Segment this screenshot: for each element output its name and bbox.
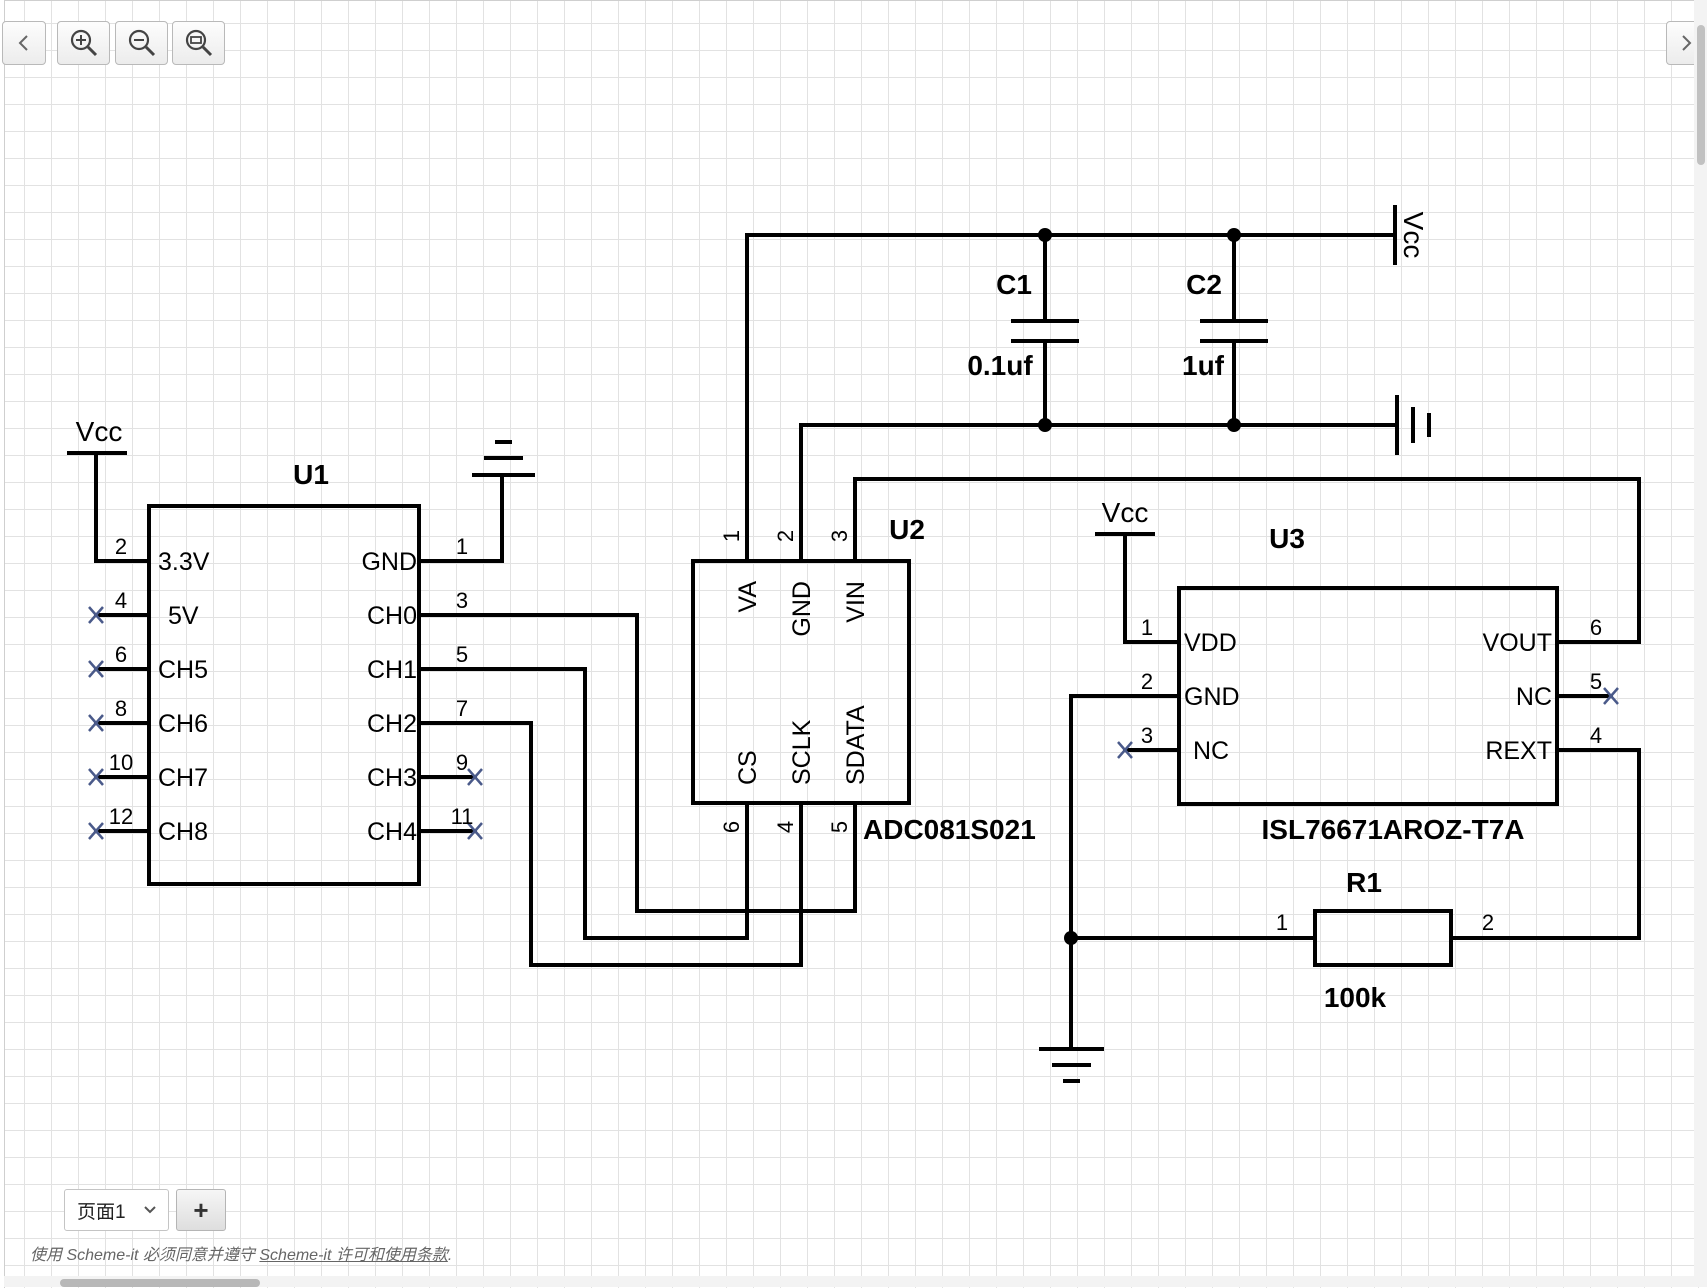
u3-vcc-label: Vcc — [1102, 497, 1149, 528]
c2-ref-label: C2 — [1186, 269, 1222, 300]
u2-pin-name: SCLK — [788, 719, 816, 785]
u3-ref-label: U3 — [1269, 523, 1305, 554]
u2-pin-number: 4 — [773, 821, 798, 833]
u2-pin-name: CS — [734, 750, 762, 785]
u3-pin-name: NC — [1193, 737, 1229, 765]
page-tab-select[interactable]: 页面1 — [64, 1189, 169, 1231]
u1-pin-name: CH1 — [367, 656, 417, 684]
zoom-in-icon — [70, 29, 97, 57]
u3-part-label: ISL76671AROZ-T7A — [1262, 814, 1525, 845]
u1-pin-number: 9 — [456, 750, 468, 775]
zoom-out-icon — [128, 29, 155, 57]
chevron-right-icon — [1682, 35, 1692, 51]
u1-pin-number: 4 — [115, 588, 127, 613]
u2-pin-number: 1 — [719, 530, 744, 542]
u1-pin-name: CH8 — [158, 818, 208, 846]
u1-pin-name: CH3 — [367, 764, 417, 792]
c2-value-label: 1uf — [1182, 350, 1225, 381]
r1-value-label: 100k — [1324, 982, 1387, 1013]
page-tab-label: 页面1 — [77, 1201, 126, 1223]
u1-pin-name: 5V — [168, 602, 199, 630]
u1-pin-name: GND — [361, 548, 417, 576]
vertical-scrollbar[interactable] — [1694, 0, 1707, 1287]
terms-link[interactable]: Scheme-it 许可和使用条款 — [259, 1247, 448, 1264]
u1-pin-number: 2 — [115, 534, 127, 559]
terms-notice: 使用 Scheme-it 必须同意并遵守 Scheme-it 许可和使用条款. — [30, 1241, 452, 1265]
u3-pin-name: VDD — [1184, 629, 1237, 657]
u1-pin-name: CH6 — [158, 710, 208, 738]
u1-pin-number: 8 — [115, 696, 127, 721]
r1-ref-label: R1 — [1346, 867, 1382, 898]
u1-pin-number: 5 — [456, 642, 468, 667]
u1-pin-name: CH5 — [158, 656, 208, 684]
u2-pin-name: VA — [734, 581, 762, 613]
zoom-in-button[interactable] — [57, 21, 110, 65]
u1-pin-name: CH4 — [367, 818, 417, 846]
vcc-right-label: Vcc — [1398, 212, 1429, 259]
zoom-out-button[interactable] — [115, 21, 168, 65]
terms-prefix: 使用 Scheme-it 必须同意并遵守 — [30, 1247, 260, 1264]
u3-pin-number: 5 — [1590, 669, 1602, 694]
u3-pin-name: NC — [1516, 683, 1552, 711]
zoom-fit-icon — [185, 29, 212, 57]
zoom-fit-button[interactable] — [172, 21, 225, 65]
r1-body[interactable] — [1313, 909, 1453, 967]
u1-pin-number: 1 — [456, 534, 468, 559]
add-page-button[interactable]: + — [176, 1189, 226, 1231]
u2-pin-name: SDATA — [842, 705, 870, 785]
u1-pin-number: 10 — [109, 750, 133, 775]
u1-pin-name: CH0 — [367, 602, 417, 630]
u3-pin-name: REXT — [1485, 737, 1552, 765]
u2-part-label: ADC081S021 — [863, 814, 1036, 845]
c1-ref-label: C1 — [996, 269, 1032, 300]
u3-pin-name: VOUT — [1483, 629, 1552, 657]
u3-pin-number: 3 — [1141, 723, 1153, 748]
u1-pin-number: 3 — [456, 588, 468, 613]
horizontal-scroll-thumb[interactable] — [60, 1279, 260, 1287]
u3-pin-number: 4 — [1590, 723, 1602, 748]
u1-pin-number: 6 — [115, 642, 127, 667]
u2-pin-name: GND — [788, 581, 816, 637]
chevron-down-icon — [144, 1206, 156, 1214]
u1-pin-number: 11 — [451, 804, 474, 829]
u1-pin-name: CH2 — [367, 710, 417, 738]
r1-pin2-number: 2 — [1482, 910, 1494, 935]
u1-pin-number: 12 — [109, 804, 133, 829]
u3-pin-number: 1 — [1141, 615, 1153, 640]
u1-body[interactable] — [147, 504, 421, 886]
u3-pin-number: 2 — [1141, 669, 1153, 694]
u1-pin-name: CH7 — [158, 764, 208, 792]
horizontal-scrollbar[interactable] — [4, 1276, 1694, 1287]
u2-pin-name: VIN — [842, 581, 870, 623]
u2-pin-number: 3 — [827, 530, 852, 542]
u1-vcc-label: Vcc — [76, 416, 123, 447]
c1-value-label: 0.1uf — [967, 350, 1033, 381]
u2-pin-number: 5 — [827, 821, 852, 833]
u2-pin-number: 6 — [719, 821, 744, 833]
u2-pin-number: 2 — [773, 530, 798, 542]
u1-ref-label: U1 — [293, 459, 329, 490]
u2-ref-label: U2 — [889, 514, 925, 545]
r1-pin1-number: 1 — [1276, 910, 1288, 935]
vertical-scroll-thumb[interactable] — [1697, 25, 1705, 165]
u3-pin-number: 6 — [1590, 615, 1602, 640]
previous-button[interactable] — [2, 21, 46, 65]
terms-suffix: . — [447, 1247, 453, 1264]
u1-pin-number: 7 — [456, 696, 468, 721]
u3-pin-name: GND — [1184, 683, 1240, 711]
chevron-left-icon — [18, 35, 28, 51]
u1-pin-name: 3.3V — [158, 548, 210, 576]
